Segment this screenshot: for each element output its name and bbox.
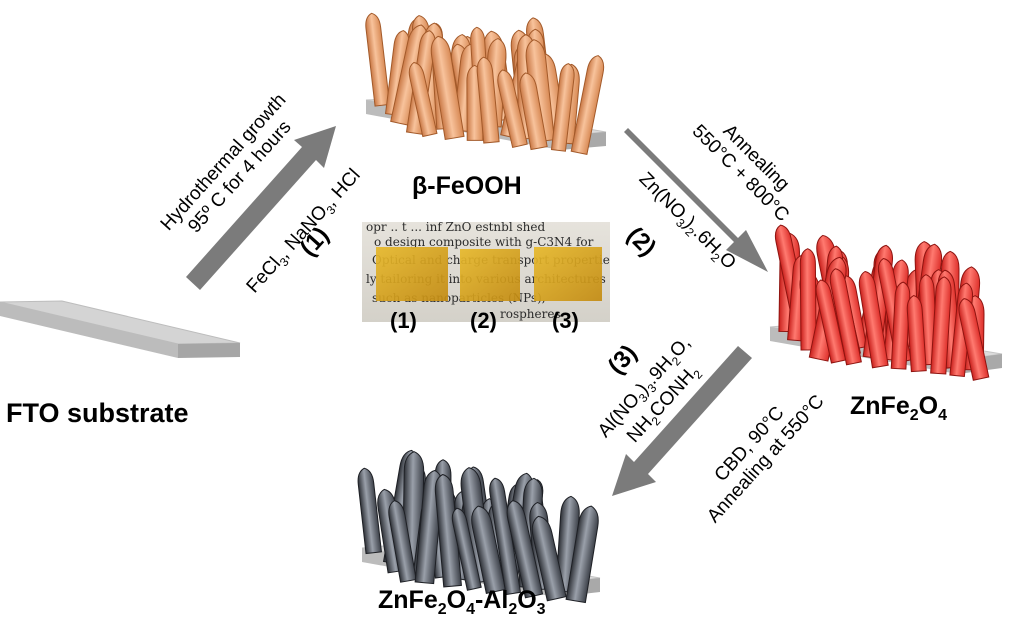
svg-text:rospheres: rospheres: [500, 307, 561, 321]
svg-text:o design composite with g-C3N4: o design composite with g-C3N4 for: [374, 235, 594, 249]
photo-background-text: opr .. t ... inf ZnO estnbl shed: [366, 220, 545, 234]
nanorod: [434, 473, 462, 588]
nanorod: [365, 12, 391, 107]
sample-3-film: [534, 247, 602, 301]
nanorod: [357, 467, 382, 555]
nanorod: [388, 500, 417, 583]
znfe2o4-nanorods: [774, 224, 990, 381]
sample-photo: opr .. t ... inf ZnO estnbl shed o desig…: [362, 220, 610, 322]
nanorod: [497, 69, 528, 149]
arrow-step2: [624, 128, 768, 272]
photo-sample-1-label: (1): [390, 308, 417, 333]
nanorod: [451, 507, 482, 591]
feooh-label: β-FeOOH: [412, 172, 522, 200]
arrow-step3: [612, 346, 752, 496]
znfe2o4-al2o3-label: ZnFe2O4-Al2O3: [378, 586, 546, 618]
nanorod: [489, 477, 522, 596]
nanorod: [471, 505, 507, 594]
nanorod: [550, 63, 575, 152]
nanorod: [565, 505, 599, 604]
nanorod: [506, 500, 544, 599]
photo-sample-2-label: (2): [470, 308, 497, 333]
nanorod: [476, 56, 500, 144]
feooh-nanorods: [365, 12, 605, 155]
nanorod: [906, 295, 927, 373]
fto-substrate: [0, 300, 241, 358]
sample-1-film: [376, 247, 448, 301]
nanorod: [858, 270, 889, 369]
al2o3-nanorods: [357, 449, 599, 604]
nanorod: [430, 35, 465, 141]
nanorod: [799, 248, 817, 351]
nanorod: [408, 61, 438, 138]
znfe2o4-label: ZnFe2O4: [850, 392, 947, 424]
nanorod: [890, 281, 911, 370]
arrow-step1: [186, 126, 336, 290]
nanorod: [570, 55, 605, 155]
nanorod: [958, 298, 990, 381]
nanorod: [531, 515, 567, 602]
nanorod: [519, 72, 548, 151]
sample-2-film: [460, 249, 520, 301]
nanorod: [815, 279, 847, 364]
photo-sample-3-label: (3): [552, 308, 579, 333]
nanorod: [829, 268, 862, 366]
nanorod: [930, 276, 952, 375]
fto-substrate-label: FTO substrate: [6, 398, 189, 428]
